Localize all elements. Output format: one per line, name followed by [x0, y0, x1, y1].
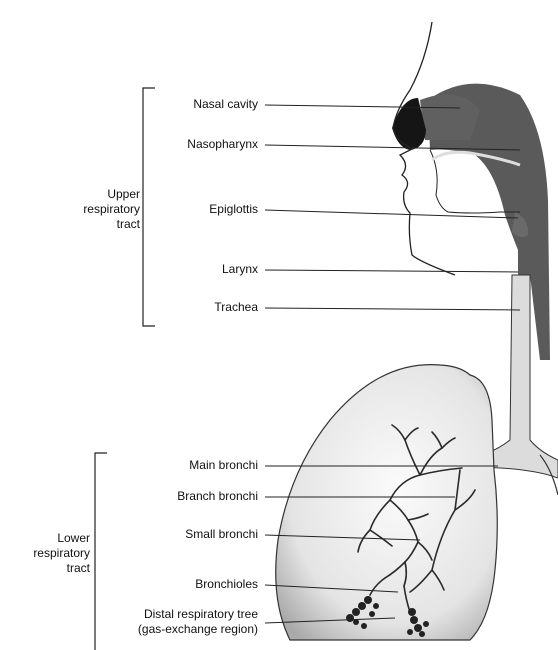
- label-main-bronchi: Main bronchi: [120, 458, 258, 472]
- label-nasal-cavity: Nasal cavity: [140, 97, 258, 111]
- leader-larynx: [265, 270, 518, 272]
- leader-epiglottis: [265, 210, 518, 218]
- label-bronchioles: Bronchioles: [120, 577, 258, 591]
- upper-tract-label: Upper respiratory tract: [60, 187, 140, 232]
- label-distal-tree: Distal respiratory tree (gas-exchange re…: [100, 607, 258, 637]
- lower-tract-label: Lower respiratory tract: [10, 531, 90, 576]
- label-larynx: Larynx: [140, 262, 258, 276]
- leader-trachea: [265, 308, 520, 310]
- label-small-bronchi: Small bronchi: [120, 527, 258, 541]
- label-trachea: Trachea: [140, 300, 258, 314]
- label-epiglottis: Epiglottis: [140, 202, 258, 216]
- label-nasopharynx: Nasopharynx: [140, 137, 258, 151]
- label-branch-bronchi: Branch bronchi: [120, 489, 258, 503]
